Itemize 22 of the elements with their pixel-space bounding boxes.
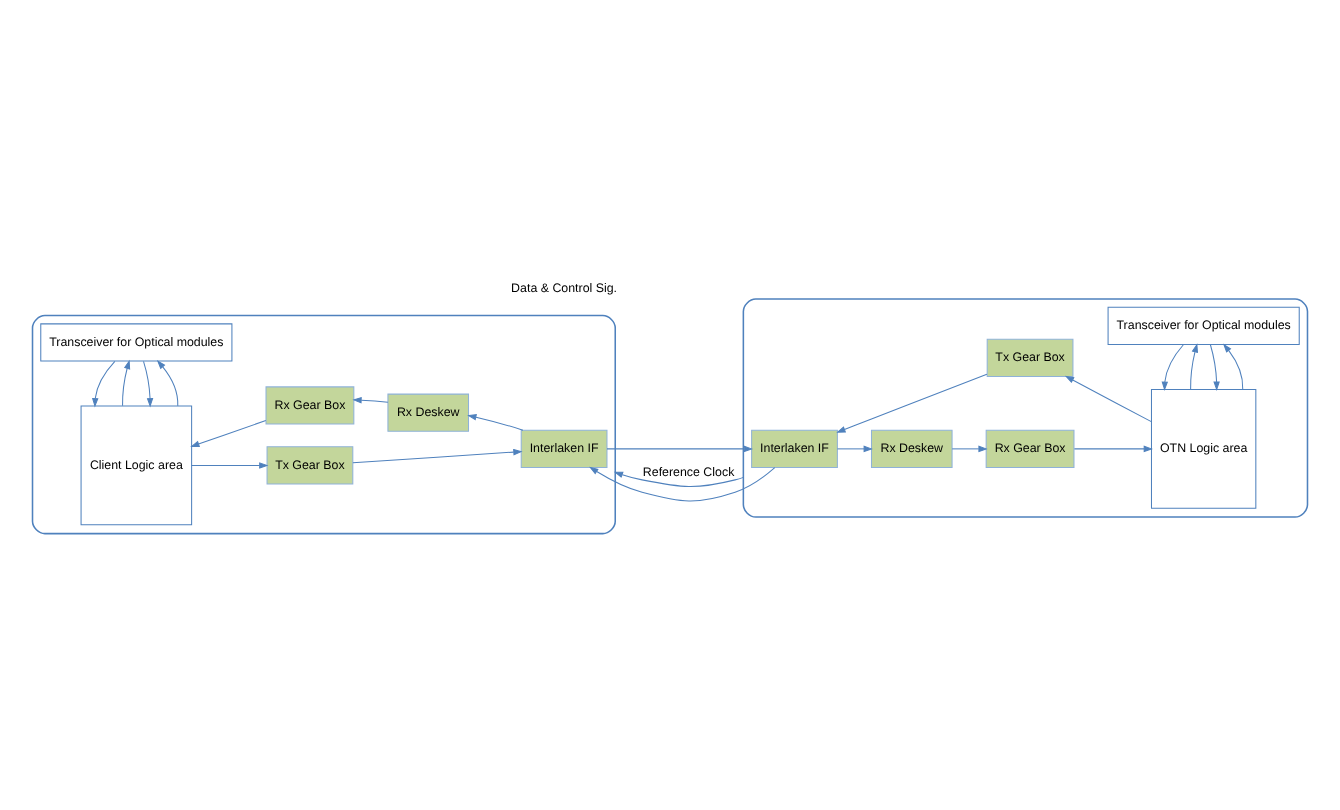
cluster bbox=[31, 313, 616, 534]
arrow bbox=[122, 358, 131, 406]
arrow bbox=[143, 359, 154, 407]
arrow bbox=[1190, 342, 1198, 389]
arrow bbox=[836, 444, 873, 452]
arrow bbox=[1209, 343, 1220, 390]
arrow bbox=[467, 413, 524, 430]
arrow bbox=[191, 461, 269, 468]
arrow bbox=[836, 372, 988, 432]
arrow bbox=[190, 419, 267, 446]
arrow bbox=[156, 359, 179, 406]
arrow bbox=[352, 395, 389, 403]
arrow bbox=[91, 359, 116, 407]
arrow bbox=[951, 444, 988, 452]
arrow bbox=[613, 470, 744, 487]
arrow bbox=[1064, 374, 1152, 422]
arrow bbox=[1073, 444, 1153, 452]
arrow bbox=[589, 465, 776, 501]
arrow bbox=[1161, 343, 1184, 390]
arrow bbox=[1222, 342, 1244, 389]
arrow bbox=[352, 447, 523, 463]
arrow bbox=[606, 444, 754, 452]
